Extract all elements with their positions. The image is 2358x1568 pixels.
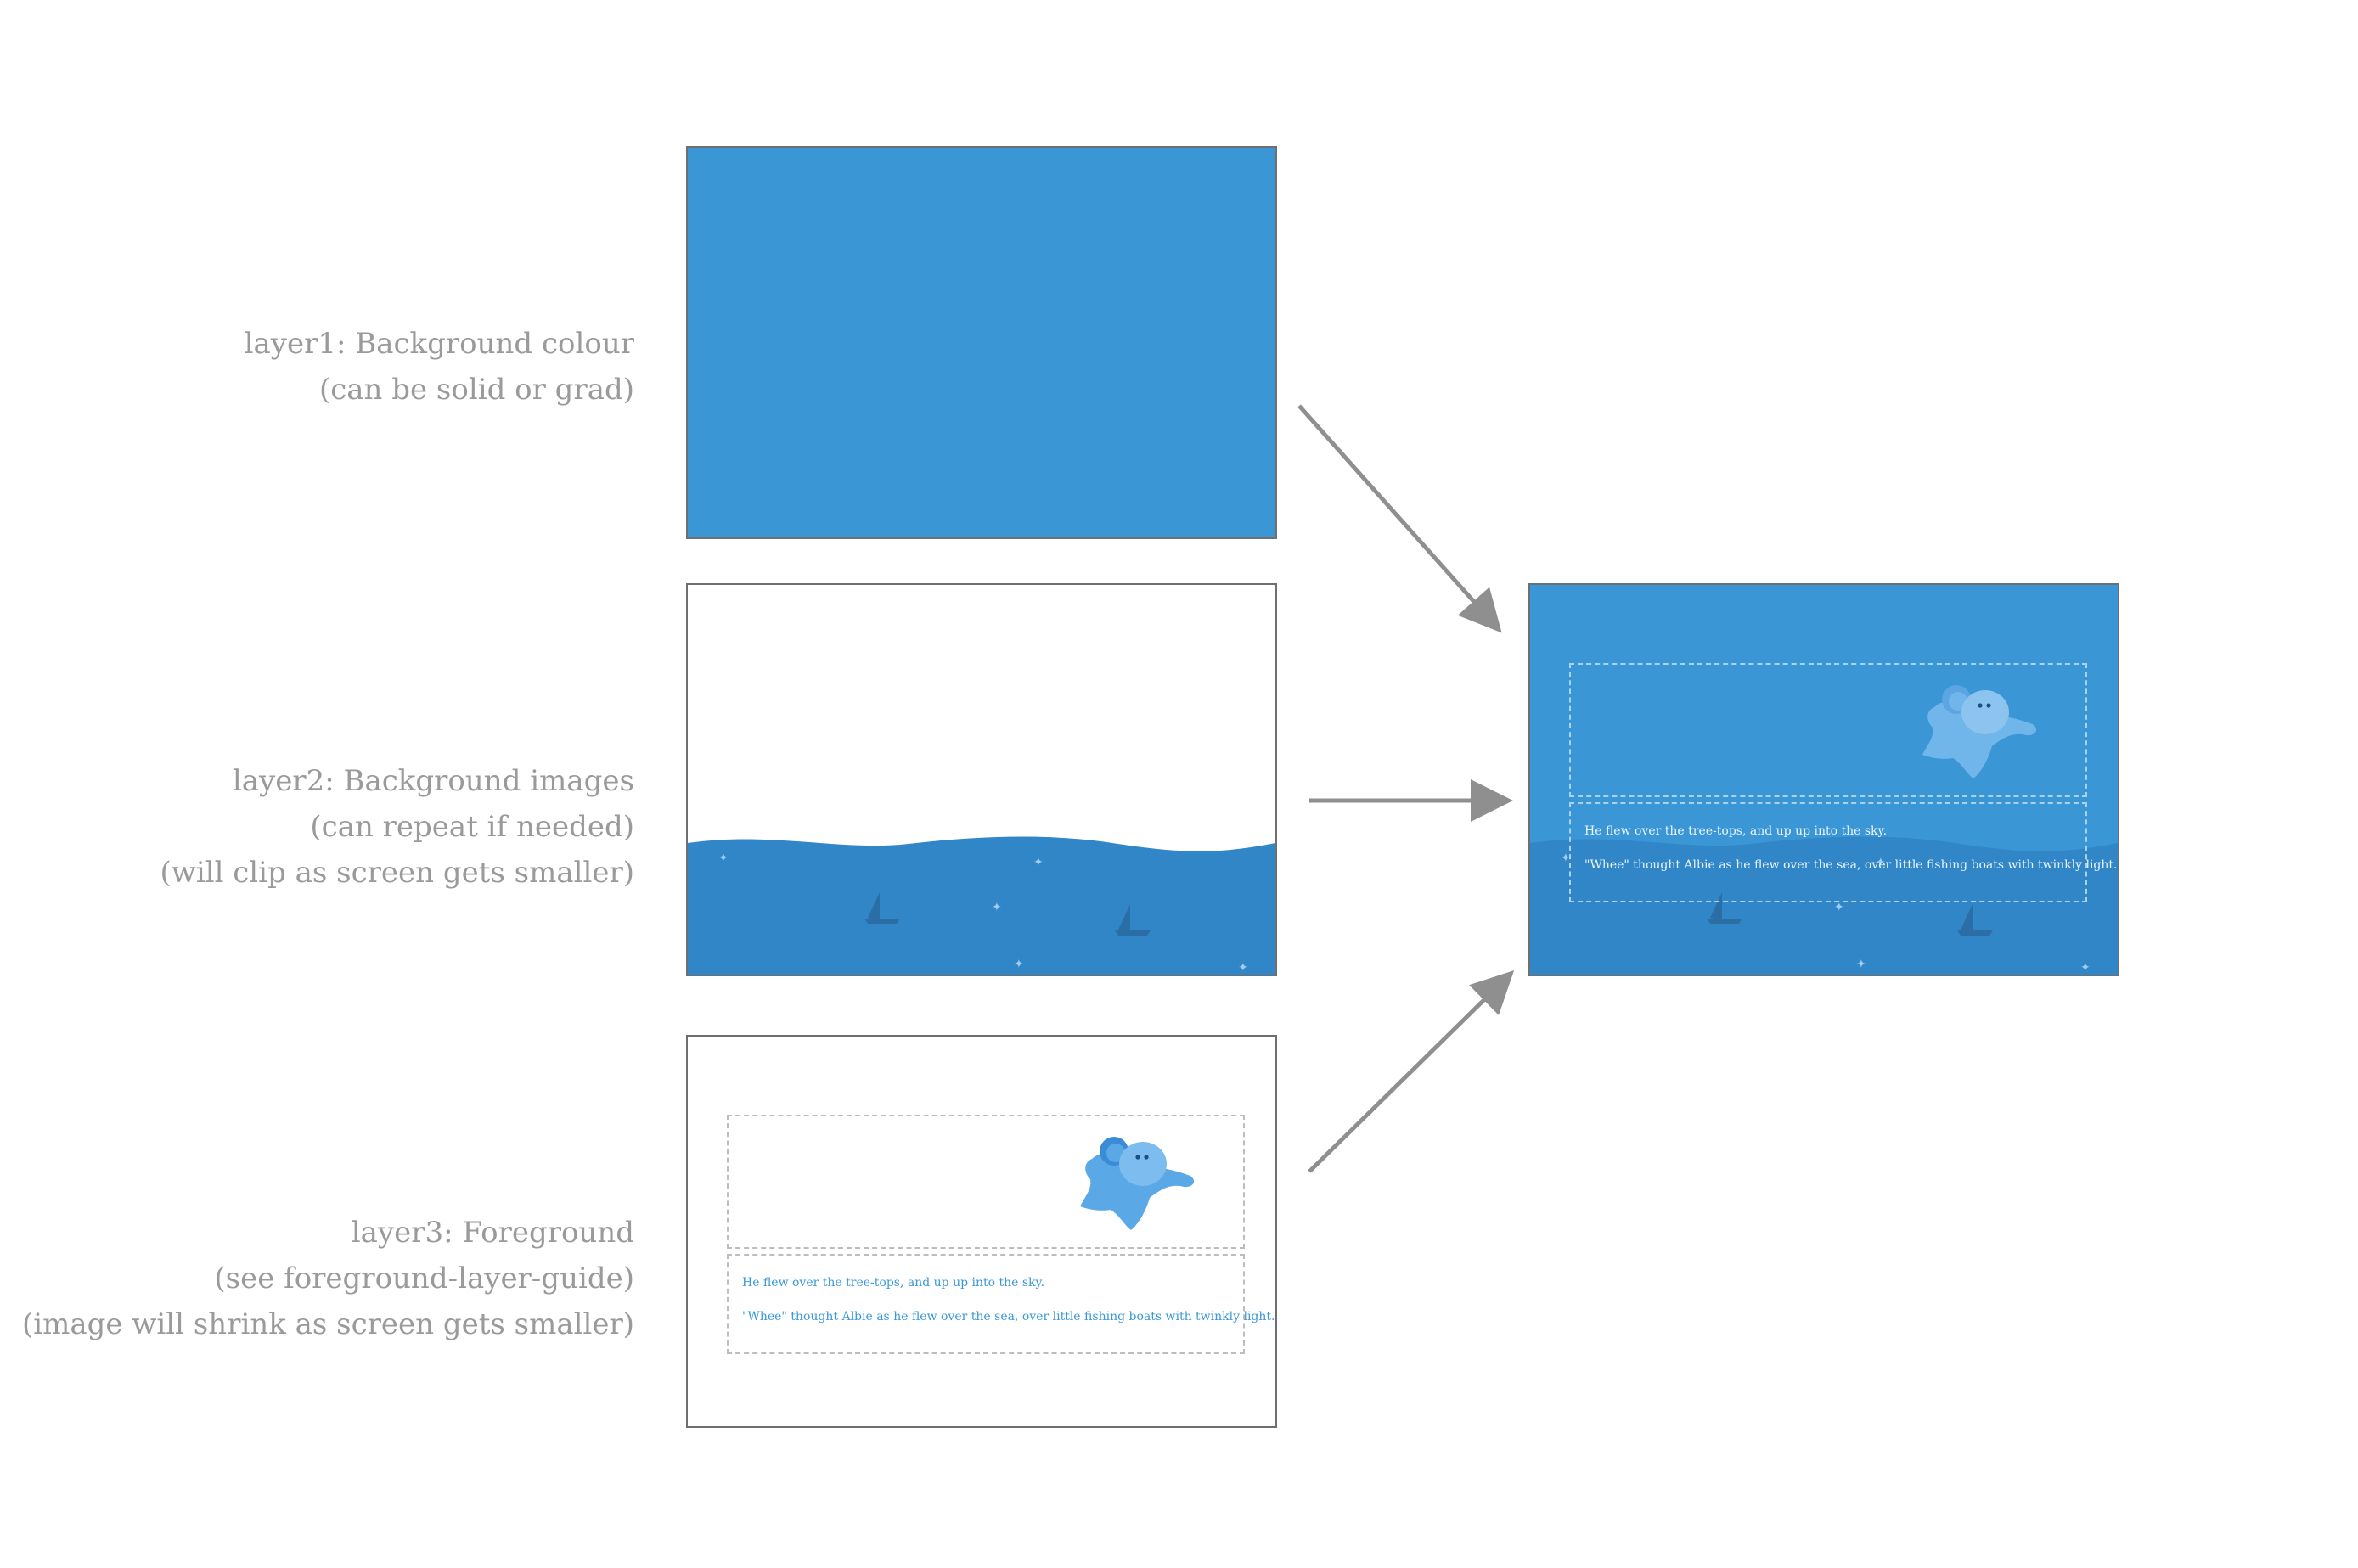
sea-scene: ✦ ✦ ✦ ✦ ✦ [688, 836, 1275, 975]
story-line-2: "Whee" thought Albie as he flew over the… [742, 1310, 1275, 1324]
layer2-note-1: (can repeat if needed) [310, 810, 634, 844]
arrow-layer1-to-result [1297, 404, 1502, 633]
layer3-note-2: (image will shrink as screen gets smalle… [21, 1307, 634, 1341]
flying-elephant-icon [1080, 1137, 1195, 1230]
boat-icon [1957, 904, 1993, 936]
layer2-note-2: (will clip as screen gets smaller) [160, 856, 634, 890]
sparkle-icon: ✦ [2080, 961, 2091, 975]
combined-story-line-1: He flew over the tree-tops, and up up in… [1584, 824, 1888, 838]
layer1-note: (can be solid or grad) [318, 373, 634, 407]
layer1-label: layer1: Background colour (can be solid … [245, 321, 634, 413]
flying-elephant-icon [1922, 685, 2037, 778]
combined-sea-scene: ✦ ✦ ✦ ✦ ✦ [1530, 836, 2118, 975]
story-line-1: He flew over the tree-tops, and up up in… [742, 1276, 1045, 1290]
sparkle-icon: ✦ [1834, 901, 1844, 914]
sea-wave [688, 836, 1275, 975]
combined-story-line-2: "Whee" thought Albie as he flew over the… [1584, 858, 2118, 872]
sparkle-icon: ✦ [992, 901, 1002, 914]
sparkle-icon: ✦ [1014, 958, 1024, 971]
boat-icon [1707, 892, 1742, 924]
layer3-note-1: (see foreground-layer-guide) [214, 1262, 634, 1295]
sparkle-icon: ✦ [1238, 961, 1248, 975]
sparkle-icon: ✦ [1561, 851, 1571, 865]
sparkle-icon: ✦ [1856, 958, 1866, 971]
layer3-foreground-panel: He flew over the tree-tops, and up up in… [686, 1035, 1277, 1428]
sparkle-icon: ✦ [1033, 856, 1044, 869]
layer2-background-images-panel: ✦ ✦ ✦ ✦ ✦ [686, 583, 1277, 976]
layer2-label: layer2: Background images (can repeat if… [160, 758, 634, 896]
boat-icon [1115, 904, 1151, 936]
combined-image-area-guide [1569, 663, 2087, 797]
boat-icon [864, 892, 900, 924]
sea-wave [1530, 836, 2118, 975]
layer1-title: layer1: Background colour [244, 327, 634, 361]
combined-result-panel: ✦ ✦ ✦ ✦ ✦ He flew over the tree-tops, an… [1528, 583, 2119, 976]
combined-text-area-guide [1569, 802, 2087, 902]
sparkle-icon: ✦ [718, 851, 729, 865]
layer3-title: layer3: Foreground [351, 1216, 634, 1250]
layer3-label: layer3: Foreground (see foreground-layer… [22, 1210, 634, 1347]
layer1-background-colour-panel [686, 146, 1277, 539]
text-area-guide [727, 1254, 1245, 1354]
layer2-title: layer2: Background images [232, 764, 634, 798]
sparkle-icon: ✦ [1876, 856, 1886, 869]
arrow-layer3-to-result [1308, 969, 1515, 1173]
image-area-guide [727, 1115, 1245, 1249]
